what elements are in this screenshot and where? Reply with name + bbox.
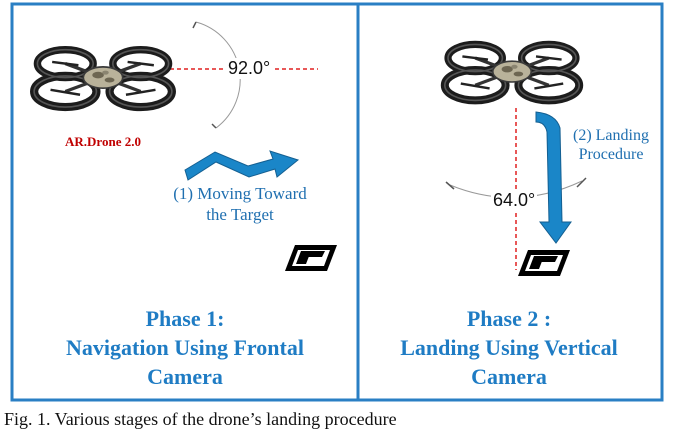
- landing-marker-icon: [285, 245, 337, 271]
- drone-icon: [445, 44, 579, 100]
- drone-icon: [34, 50, 172, 107]
- angle-label-1: 92.0°: [226, 58, 273, 79]
- arrow-right-icon: [184, 150, 300, 181]
- phase-2-line-1: Phase 2 :: [466, 306, 552, 331]
- phase-1-line-2: Navigation Using Frontal: [66, 335, 304, 360]
- step-2-line-2: Procedure: [578, 146, 644, 163]
- step-1-line-1: (1) Moving Toward: [173, 184, 307, 203]
- phase-2-line-2: Landing Using Vertical: [400, 335, 618, 360]
- landing-marker-icon: [518, 250, 570, 276]
- angle-label-2: 64.0°: [491, 190, 538, 211]
- phase-title-1: Phase 1: Navigation Using Frontal Camera: [14, 304, 356, 391]
- figure-caption: Fig. 1. Various stages of the drone’s la…: [4, 409, 397, 429]
- step-2-line-1: (2) Landing: [573, 127, 649, 144]
- panel-frame-2: [356, 2, 664, 402]
- step-label-2: (2) Landing Procedure: [556, 126, 666, 164]
- phase-1-line-1: Phase 1:: [145, 306, 225, 331]
- drone-model-label: AR.Drone 2.0: [65, 134, 141, 149]
- phase-1-line-3: Camera: [147, 364, 223, 389]
- step-label-1: (1) Moving Toward the Target: [150, 183, 330, 225]
- phase-2-line-3: Camera: [471, 364, 547, 389]
- step-1-line-2: the Target: [206, 205, 274, 224]
- phase-title-2: Phase 2 : Landing Using Vertical Camera: [359, 304, 659, 391]
- arrow-down-icon: [535, 111, 572, 244]
